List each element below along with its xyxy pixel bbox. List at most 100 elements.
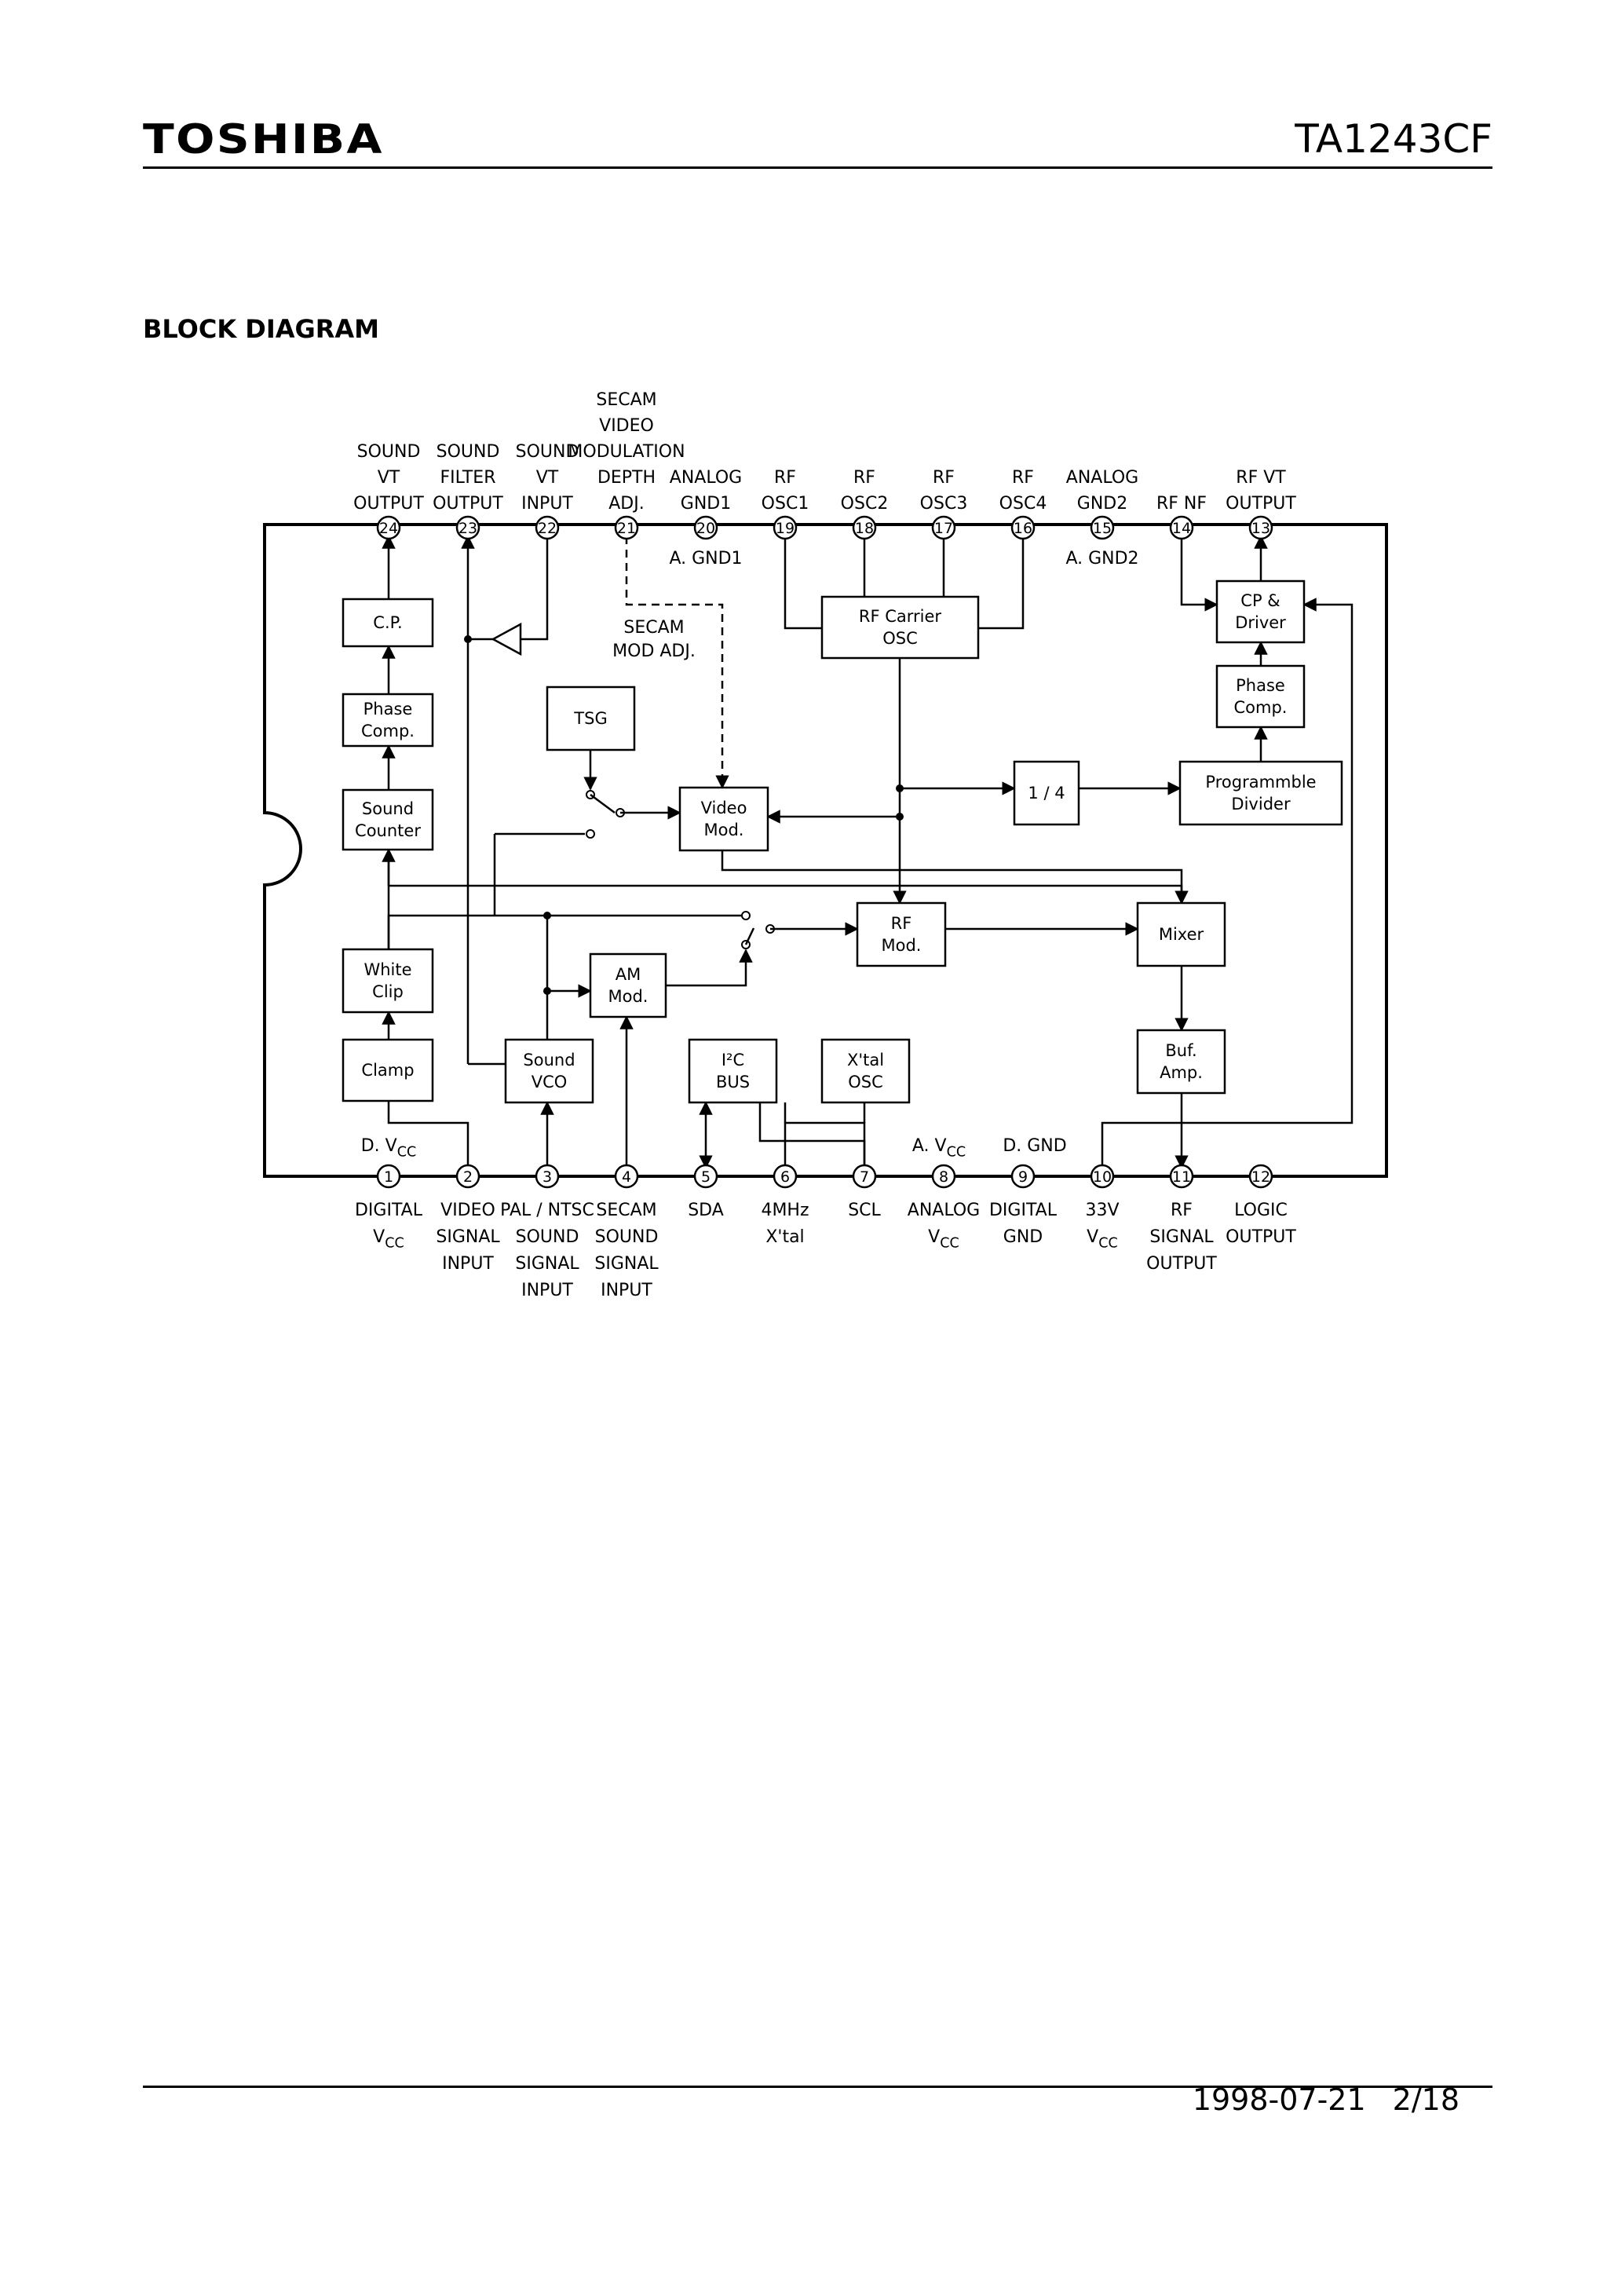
switch-contact bbox=[586, 829, 595, 839]
pin-20-label: GND1 bbox=[681, 494, 731, 514]
pin-22-label: INPUT bbox=[521, 494, 573, 514]
block-mixer-label: Mixer bbox=[1159, 925, 1204, 944]
pin-19 bbox=[773, 515, 798, 540]
pin-21-label: DEPTH bbox=[597, 468, 656, 488]
pin-21-label: VIDEO bbox=[599, 416, 654, 436]
block-cp bbox=[342, 598, 434, 648]
block-buf-amp bbox=[1136, 1029, 1226, 1095]
pin-12 bbox=[1248, 1164, 1273, 1189]
block-rf-carrier-osc-label: RF Carrier bbox=[859, 607, 942, 626]
pin-11-label: RF bbox=[1171, 1201, 1193, 1220]
block-clamp bbox=[342, 1038, 434, 1102]
pin-7-label: SCL bbox=[848, 1201, 881, 1220]
wire bbox=[744, 927, 755, 945]
header-rule bbox=[143, 166, 1492, 169]
pin-9-label: DIGITAL bbox=[989, 1201, 1058, 1220]
footer-rule bbox=[143, 2086, 1492, 2088]
pin-16 bbox=[1010, 515, 1036, 540]
pin-13-label: RF VT bbox=[1236, 468, 1286, 488]
block-phase-comp-right-label: Phase bbox=[1236, 676, 1285, 695]
pin-17-label: OSC3 bbox=[920, 494, 968, 514]
block-buf-amp-label: Amp. bbox=[1160, 1063, 1203, 1082]
wire bbox=[389, 884, 1189, 905]
pin-23-label: FILTER bbox=[440, 468, 496, 488]
secam-mod-adj-annotation: MOD ADJ. bbox=[612, 642, 696, 661]
pin-20 bbox=[693, 515, 718, 540]
block-divide-by-4-label: 1 / 4 bbox=[1028, 784, 1065, 803]
block-buf-amp-label: Buf. bbox=[1165, 1041, 1196, 1060]
pin-2-label: SIGNAL bbox=[436, 1227, 500, 1247]
block-rf-mod bbox=[856, 901, 947, 967]
pin-10 bbox=[1090, 1164, 1115, 1189]
block-xtal-osc bbox=[820, 1038, 911, 1104]
wire bbox=[666, 949, 753, 987]
pin-1-label: DIGITAL bbox=[355, 1201, 423, 1220]
pin-11 bbox=[1169, 1164, 1194, 1189]
block-am-mod-label: AM bbox=[616, 965, 641, 984]
pin-5-number: 5 bbox=[701, 1168, 711, 1186]
block-sound-counter-label: Counter bbox=[355, 821, 421, 840]
pin-7-number: 7 bbox=[860, 1168, 869, 1186]
pin-12-label: LOGIC bbox=[1234, 1201, 1288, 1220]
pin-7 bbox=[852, 1164, 877, 1189]
pin-6-number: 6 bbox=[780, 1168, 790, 1186]
pin-22 bbox=[535, 515, 560, 540]
pin-22-label: VT bbox=[536, 468, 559, 488]
block-divide-by-4 bbox=[1013, 760, 1080, 826]
pin-1 bbox=[376, 1164, 401, 1189]
block-phase-comp-left-label: Phase bbox=[363, 700, 413, 718]
pin-8-label: VCC bbox=[928, 1227, 959, 1252]
pin-8-number: 8 bbox=[939, 1168, 948, 1186]
pin-21-label: MODULATION bbox=[568, 442, 685, 462]
junction-dot bbox=[543, 987, 551, 995]
block-i2c-bus bbox=[688, 1038, 778, 1104]
pin-11-label: OUTPUT bbox=[1146, 1254, 1217, 1274]
pin-18-label: OSC2 bbox=[841, 494, 889, 514]
pin-2-label: INPUT bbox=[442, 1254, 494, 1274]
pin-17-label: RF bbox=[933, 468, 955, 488]
a-vcc-annotation: A. VCC bbox=[912, 1136, 966, 1161]
pin-15-label: ANALOG bbox=[1066, 468, 1138, 488]
pin-24-label: OUTPUT bbox=[353, 494, 424, 514]
footer-date: 1998-07-21 bbox=[1192, 2082, 1366, 2117]
block-programmble-divider-label: Divider bbox=[1231, 795, 1291, 813]
pin-8 bbox=[931, 1164, 956, 1189]
pin-23 bbox=[455, 515, 480, 540]
block-rf-carrier-osc-label: OSC bbox=[882, 629, 918, 648]
block-tsg-label: TSG bbox=[573, 709, 607, 728]
pin-9 bbox=[1010, 1164, 1036, 1189]
pin-15 bbox=[1090, 515, 1115, 540]
pin-3-number: 3 bbox=[542, 1168, 552, 1186]
block-video-mod-label: Video bbox=[701, 799, 747, 817]
pin-13-label: OUTPUT bbox=[1226, 494, 1296, 514]
secam-mod-adj-annotation: SECAM bbox=[623, 618, 684, 638]
d-gnd-annotation: D. GND bbox=[1003, 1136, 1066, 1156]
pin-21-label: SECAM bbox=[596, 390, 656, 410]
pin-14-number: 14 bbox=[1172, 520, 1191, 537]
pin-4-number: 4 bbox=[622, 1168, 631, 1186]
pin-4 bbox=[614, 1164, 639, 1189]
pin-3-label: INPUT bbox=[521, 1281, 573, 1300]
pin-14-label: RF NF bbox=[1156, 494, 1207, 514]
a-gnd2-annotation: A. GND2 bbox=[1065, 549, 1138, 569]
pin-6-label: X'tal bbox=[765, 1227, 804, 1247]
pin-9-number: 9 bbox=[1018, 1168, 1028, 1186]
pin-18-number: 18 bbox=[855, 520, 874, 537]
block-xtal-osc-label: X'tal bbox=[847, 1051, 884, 1069]
block-white-clip bbox=[342, 948, 434, 1014]
pin-6-label: 4MHz bbox=[761, 1201, 809, 1220]
block-sound-vco bbox=[504, 1038, 594, 1104]
switch-contact bbox=[741, 911, 751, 920]
footer-page: 2/18 bbox=[1392, 2082, 1459, 2117]
block-rf-carrier-osc bbox=[820, 595, 980, 660]
footer: 1998-07-21 2/18 bbox=[1166, 2082, 1459, 2117]
pin-4-label: SECAM bbox=[596, 1201, 656, 1220]
block-sound-counter-label: Sound bbox=[362, 799, 414, 818]
pin-11-label: SIGNAL bbox=[1149, 1227, 1214, 1247]
block-i2c-bus-label: BUS bbox=[716, 1073, 750, 1091]
block-programmble-divider-label: Programmble bbox=[1205, 773, 1316, 792]
chip-outline bbox=[263, 523, 1388, 1178]
pin-22-label: SOUND bbox=[516, 442, 579, 462]
pin-11-number: 11 bbox=[1172, 1168, 1191, 1186]
block-clamp-label: Clamp bbox=[361, 1061, 414, 1080]
